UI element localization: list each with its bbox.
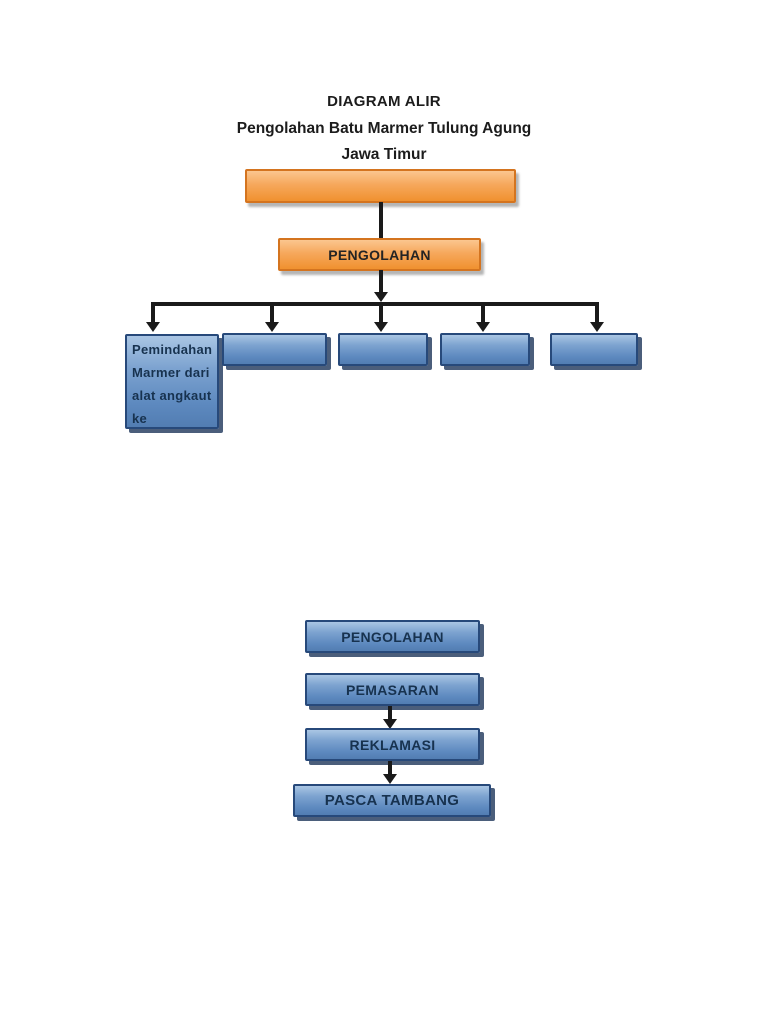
flow-pengolahan-box: PENGOLAHAN — [278, 238, 481, 271]
arrow-reklamasi-pasca-line — [388, 761, 392, 775]
branch-arrow-3-line — [379, 306, 383, 323]
flow-root-box — [245, 169, 516, 203]
arrowhead-center-junction — [374, 292, 388, 302]
branch-arrow-4-line — [481, 306, 485, 323]
branch-arrow-3-head — [374, 322, 388, 332]
arrow-reklamasi-pasca-head — [383, 774, 397, 784]
arrow-pemasaran-reklamasi-line — [388, 706, 392, 720]
branch-box-2 — [222, 333, 327, 366]
step-box-reklamasi: REKLAMASI — [305, 728, 480, 761]
diagram-subtitle-region: Jawa Timur — [341, 146, 427, 163]
step-box-pengolahan: PENGOLAHAN — [305, 620, 480, 653]
step-box-pasca-tambang: PASCA TAMBANG — [293, 784, 491, 817]
step-box-pemasaran: PEMASARAN — [305, 673, 480, 706]
branch-arrow-4-head — [476, 322, 490, 332]
connector-root-to-pengolahan — [379, 202, 383, 239]
branch-arrow-1-line — [151, 302, 155, 323]
branch-line — [151, 302, 599, 306]
arrow-pemasaran-reklamasi-head — [383, 719, 397, 729]
branch-box-4 — [440, 333, 530, 366]
diagram-subtitle: Pengolahan Batu Marmer Tulung Agung — [236, 120, 532, 137]
connector-pengolahan-down — [379, 270, 383, 293]
branch-arrow-1-head — [146, 322, 160, 332]
branch-arrow-5-head — [590, 322, 604, 332]
branch-arrow-2-line — [270, 306, 274, 323]
branch-box-5 — [550, 333, 638, 366]
branch-arrow-2-head — [265, 322, 279, 332]
branch-arrow-5-line — [595, 302, 599, 323]
diagram-title: DIAGRAM ALIR — [327, 93, 441, 110]
branch-box-pemindahan: Pemindahan Marmer dari alat angkaut ke — [125, 334, 219, 429]
branch-box-3 — [338, 333, 428, 366]
